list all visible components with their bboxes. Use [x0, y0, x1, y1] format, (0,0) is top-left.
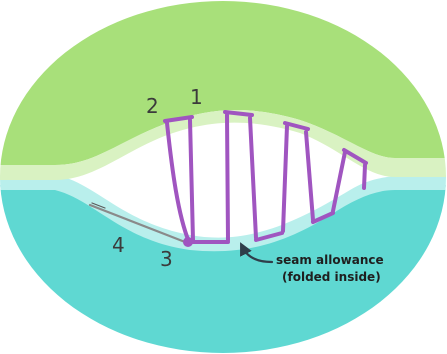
step-marker-1: 1	[190, 85, 203, 109]
thread-knot	[183, 237, 193, 247]
seam-allowance-caption-line1: seam allowance	[276, 253, 384, 267]
seam-allowance-caption-line2: (folded inside)	[282, 270, 381, 284]
step-marker-2: 2	[146, 94, 159, 118]
step-marker-4: 4	[112, 233, 125, 257]
stitch-rung-8	[364, 165, 365, 188]
step-marker-3: 3	[160, 247, 173, 271]
stitch-rung-3	[227, 115, 228, 240]
